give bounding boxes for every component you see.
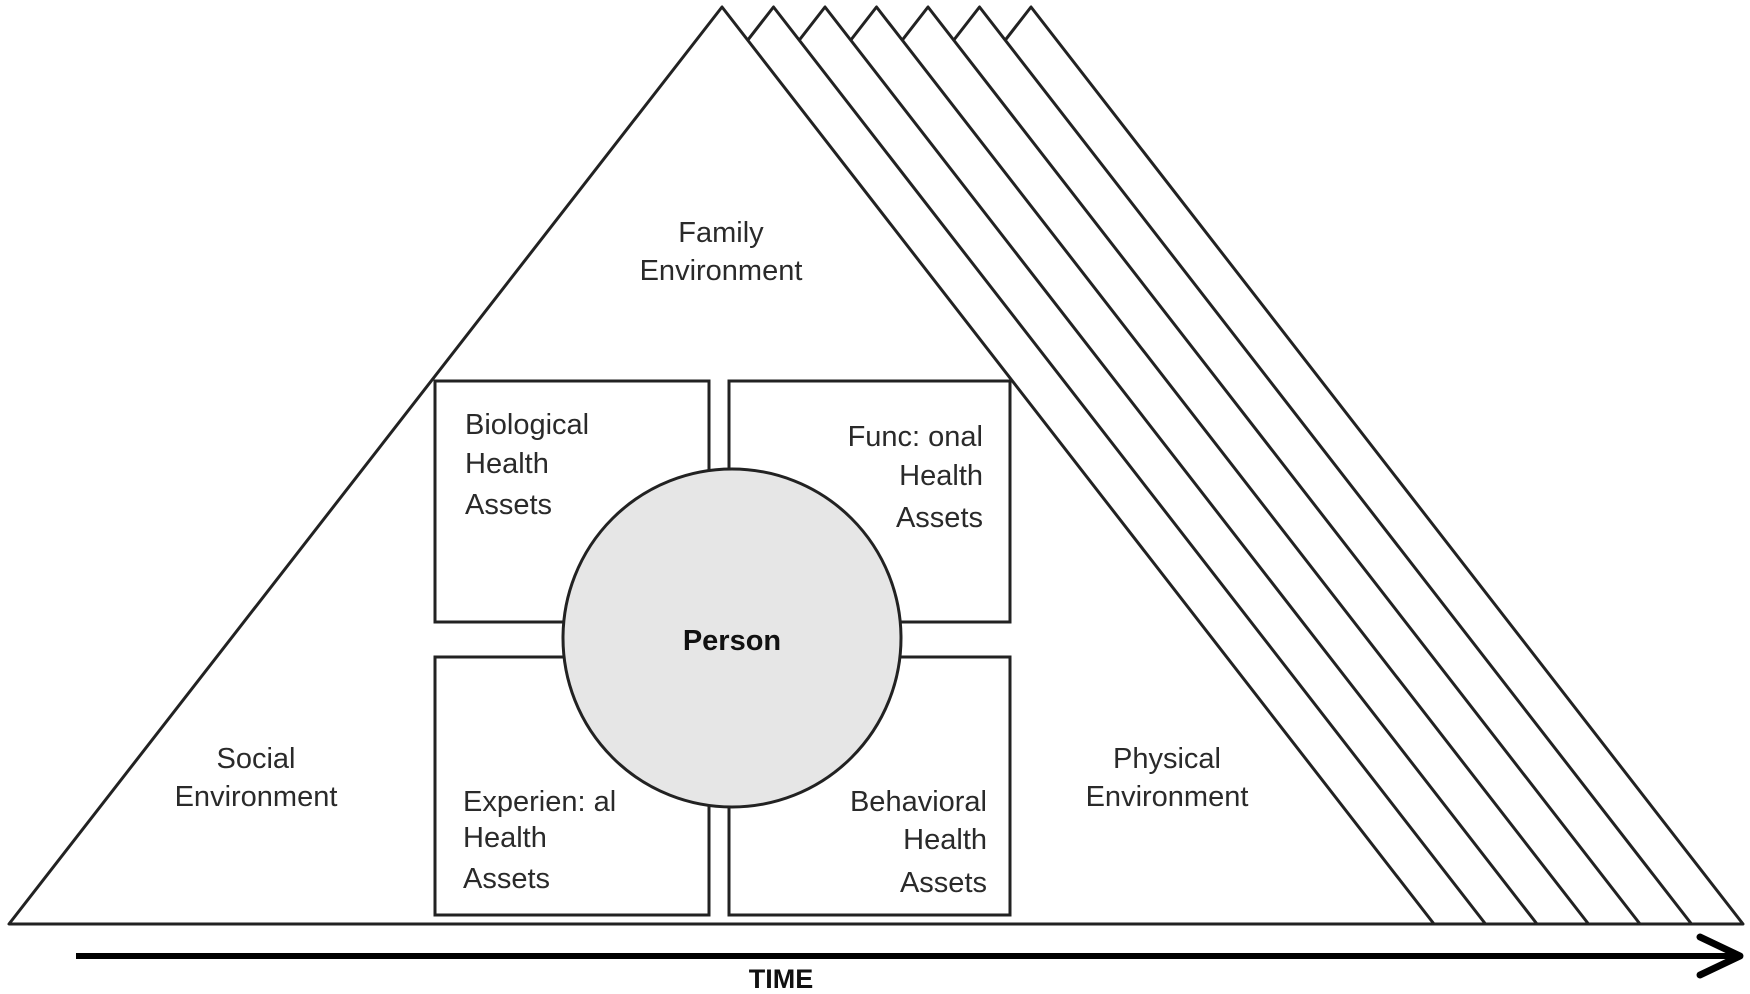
time-label: TIME <box>749 964 814 994</box>
person-circle <box>561 467 903 809</box>
main-environment-triangle <box>7 5 1436 926</box>
social-environment-label-1: Social <box>217 743 296 775</box>
biological-label-3: Assets <box>465 489 552 521</box>
experiential-label-2: Health <box>463 822 547 854</box>
physical-environment-label-1: Physical <box>1113 743 1221 775</box>
person-label: Person <box>683 625 781 657</box>
experiential-label-1: Experien: al <box>463 786 616 818</box>
behavioral-label-2: Health <box>903 824 987 856</box>
family-environment-label-1: Family <box>678 217 764 249</box>
functional-label-2: Health <box>899 460 983 492</box>
functional-label-3: Assets <box>896 502 983 534</box>
experiential-label-3: Assets <box>463 863 550 895</box>
behavioral-label-3: Assets <box>900 867 987 899</box>
family-environment-label-2: Environment <box>640 255 803 287</box>
physical-environment-label-2: Environment <box>1086 781 1249 813</box>
behavioral-label-1: Behavioral <box>850 786 987 818</box>
biological-label-2: Health <box>465 448 549 480</box>
functional-label-1: Func: onal <box>848 421 983 453</box>
social-environment-label-2: Environment <box>175 781 338 813</box>
time-arrow <box>76 933 1744 979</box>
biological-label-1: Biological <box>465 409 589 441</box>
